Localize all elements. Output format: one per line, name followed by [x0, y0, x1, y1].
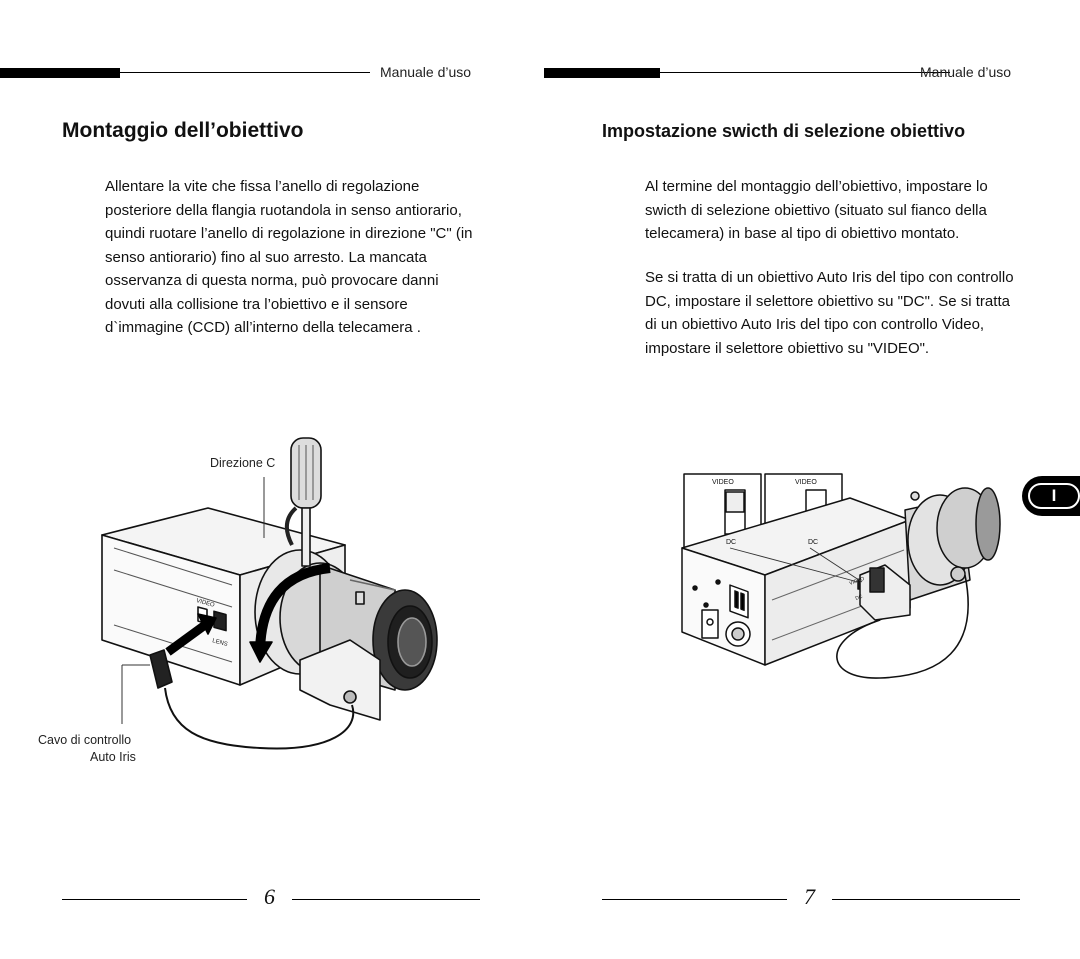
- header-title: Manuale d’uso: [920, 64, 1012, 80]
- left-page: Manuale d’uso Montaggio dell’obiettivo A…: [0, 64, 480, 909]
- panel2-dc-label: DC: [808, 539, 818, 546]
- footer-rule-left: [602, 899, 787, 900]
- page-number: 7: [804, 884, 815, 909]
- header-bar: [544, 68, 660, 78]
- lens-switch-illustration: VIDEO DC VIDEO DC VIDEO DC: [681, 473, 1001, 679]
- footer-rule-left: [62, 899, 247, 900]
- lens-label: LENS: [211, 638, 228, 648]
- body-paragraph-2: Se si tratta di un obiettivo Auto Iris d…: [645, 269, 1014, 357]
- section-title: Montaggio dell’obiettivo: [62, 119, 304, 142]
- header-rule: [660, 72, 950, 73]
- switch-video-label: VIDEO: [849, 576, 866, 587]
- panel1-dc-label: DC: [726, 539, 736, 546]
- switch-dc-label: DC: [855, 594, 864, 602]
- header-rule: [120, 72, 370, 73]
- header-bar: [0, 68, 120, 78]
- section-title: Impostazione swicth di selezione obietti…: [602, 121, 966, 141]
- language-tab: I: [1022, 476, 1080, 516]
- footer-rule-right: [292, 899, 480, 900]
- right-page: Manuale d’uso Impostazione swicth di sel…: [540, 0, 1080, 959]
- footer-rule-right: [832, 899, 1020, 900]
- switch-video-label: VIDEO: [195, 598, 215, 609]
- cable-label-line2: Auto Iris: [90, 750, 136, 764]
- language-tab-label: I: [1028, 483, 1080, 509]
- direction-c-label: Direzione C: [210, 456, 276, 470]
- cable-label-line1: Cavo di controllo: [38, 733, 132, 747]
- body-paragraph-1: Al termine del montaggio dell’obiettivo,…: [645, 178, 988, 242]
- page-number: 6: [264, 884, 275, 909]
- lens-mounting-illustration: VIDEO LENS: [101, 437, 438, 750]
- header-title: Manuale d’uso: [380, 64, 472, 80]
- body-paragraph: Allentare la vite che fissa l’anello di …: [105, 178, 473, 336]
- panel2-video-label: VIDEO: [795, 479, 817, 486]
- panel1-video-label: VIDEO: [712, 479, 734, 486]
